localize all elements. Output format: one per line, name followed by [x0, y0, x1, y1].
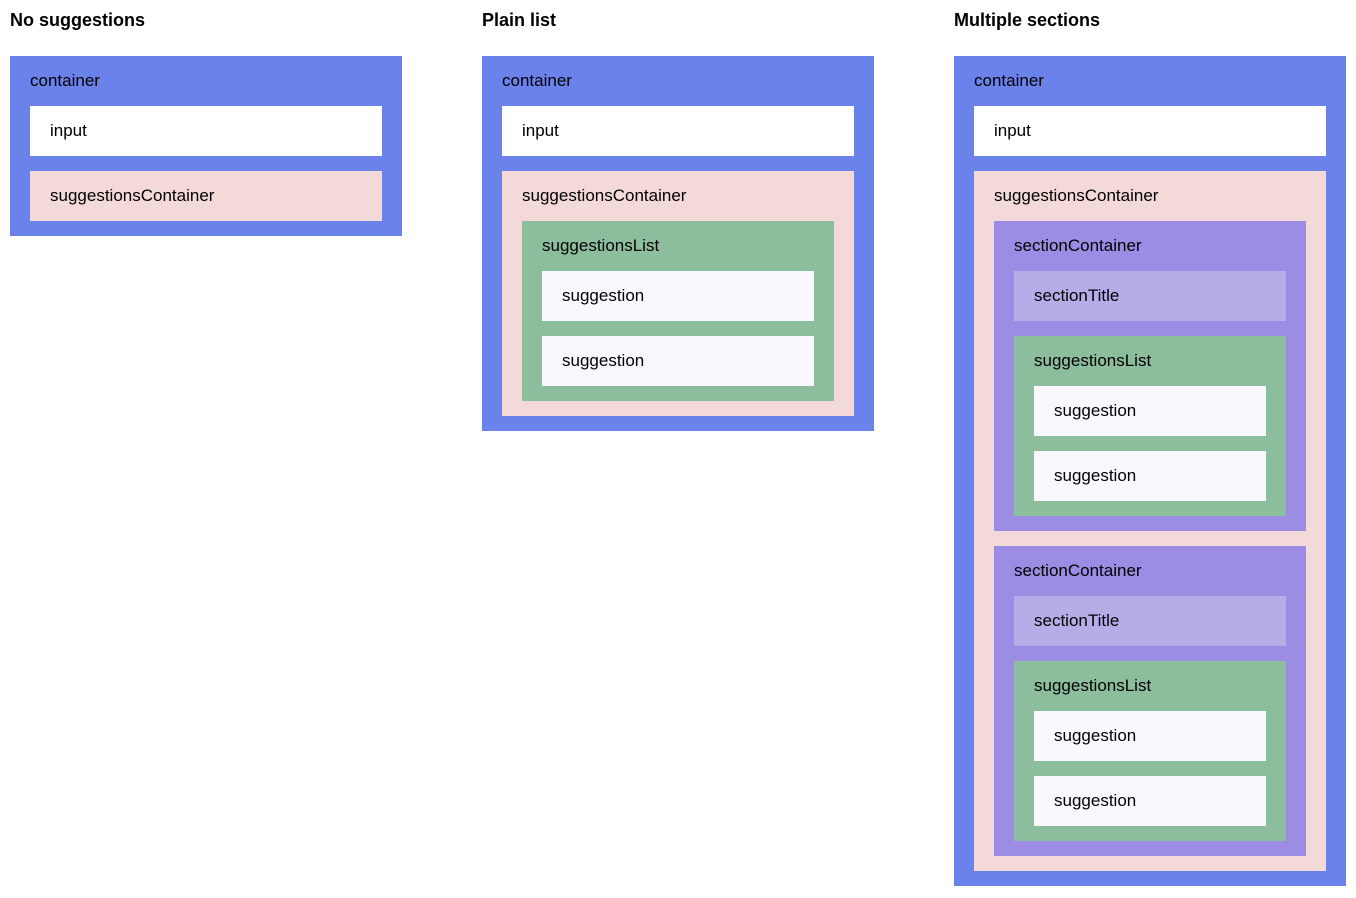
section-container-label: sectionContainer	[1014, 236, 1142, 255]
container-box: container input suggestionsContainer sectio…	[954, 56, 1346, 886]
container-label: container	[30, 71, 100, 90]
suggestion-label: suggestion	[562, 351, 645, 370]
container-label: container	[502, 71, 572, 90]
diagram-root: container input suggestionsContainer sectio…	[954, 56, 1346, 886]
column-heading: Plain list	[482, 10, 557, 30]
column-multiple-sections: Multiple sections container input suggesti…	[954, 10, 1346, 886]
suggestion-label: suggestion	[1054, 726, 1137, 745]
input-label: input	[994, 121, 1031, 140]
input-label: input	[50, 121, 87, 140]
suggestions-list-box: suggestionsList suggestion suggestion	[522, 221, 834, 401]
section-title-label: sectionTitle	[1034, 611, 1120, 630]
suggestion-box: suggestion	[542, 271, 814, 321]
suggestions-list-label: suggestionsList	[1034, 351, 1152, 370]
container-box: container input suggestionsContainer	[10, 56, 402, 236]
suggestions-container-label: suggestionsContainer	[522, 186, 687, 205]
section-container-box: sectionContainer sectionTitle suggestionsL…	[994, 221, 1306, 531]
suggestions-container-box: suggestionsContainer	[30, 171, 382, 221]
section-container-label: sectionContainer	[1014, 561, 1142, 580]
input-box: input	[30, 106, 382, 156]
input-box: input	[502, 106, 854, 156]
suggestion-box: suggestion	[1034, 451, 1266, 501]
section-title-box: sectionTitle	[1014, 596, 1286, 646]
suggestion-box: suggestion	[542, 336, 814, 386]
container-label: container	[974, 71, 1044, 90]
suggestion-label: suggestion	[1054, 401, 1137, 420]
suggestion-box: suggestion	[1034, 776, 1266, 826]
section-title-box: sectionTitle	[1014, 271, 1286, 321]
diagram-root: container input suggestionsContainer sugges…	[482, 56, 874, 431]
suggestion-label: suggestion	[1054, 466, 1137, 485]
section-title-label: sectionTitle	[1034, 286, 1120, 305]
suggestion-box: suggestion	[1034, 711, 1266, 761]
suggestion-label: suggestion	[1054, 791, 1137, 810]
suggestions-container-label: suggestionsContainer	[994, 186, 1159, 205]
suggestions-list-label: suggestionsList	[1034, 676, 1152, 695]
input-label: input	[522, 121, 559, 140]
column-heading: Multiple sections	[954, 10, 1101, 30]
diagram-root: container input suggestionsContainer	[10, 56, 402, 236]
suggestions-list-label: suggestionsList	[542, 236, 660, 255]
column-plain-list: Plain list container input suggestionsCont…	[482, 10, 874, 431]
column-no-suggestions: No suggestions container input suggestions…	[10, 10, 402, 236]
suggestions-list-box: suggestionsList suggestion suggestion	[1014, 336, 1286, 516]
suggestions-container-label: suggestionsContainer	[50, 186, 215, 205]
suggestions-list-box: suggestionsList suggestion suggestion	[1014, 661, 1286, 841]
column-heading: No suggestions	[10, 10, 146, 30]
suggestion-box: suggestion	[1034, 386, 1266, 436]
input-box: input	[974, 106, 1326, 156]
section-container-box: sectionContainer sectionTitle suggestionsL…	[994, 546, 1306, 856]
container-box: container input suggestionsContainer sugges…	[482, 56, 874, 431]
suggestion-label: suggestion	[562, 286, 645, 305]
